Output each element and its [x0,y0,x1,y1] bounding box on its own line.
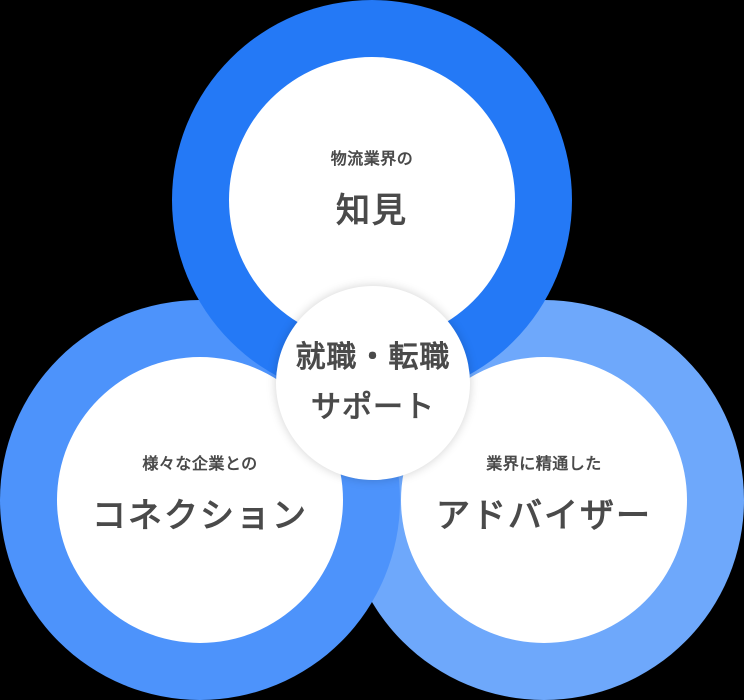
right-circle-title: アドバイザー [436,496,652,536]
top-circle-title: 知見 [336,191,408,231]
top-circle-label: 物流業界の 知見 [229,145,515,232]
center-title-line2: サポート [311,390,435,425]
right-circle-subtitle: 業界に精通した [486,454,602,473]
left-circle-subtitle: 様々な企業との [142,454,258,473]
left-circle-title: コネクション [92,496,308,536]
top-circle-subtitle: 物流業界の [330,149,414,168]
center-title-line1: 就職・転職 [295,340,451,375]
left-circle-label: 様々な企業との コネクション [57,450,343,537]
right-circle-label: 業界に精通した アドバイザー [401,450,687,537]
center-circle: 就職・転職 サポート [276,286,470,480]
